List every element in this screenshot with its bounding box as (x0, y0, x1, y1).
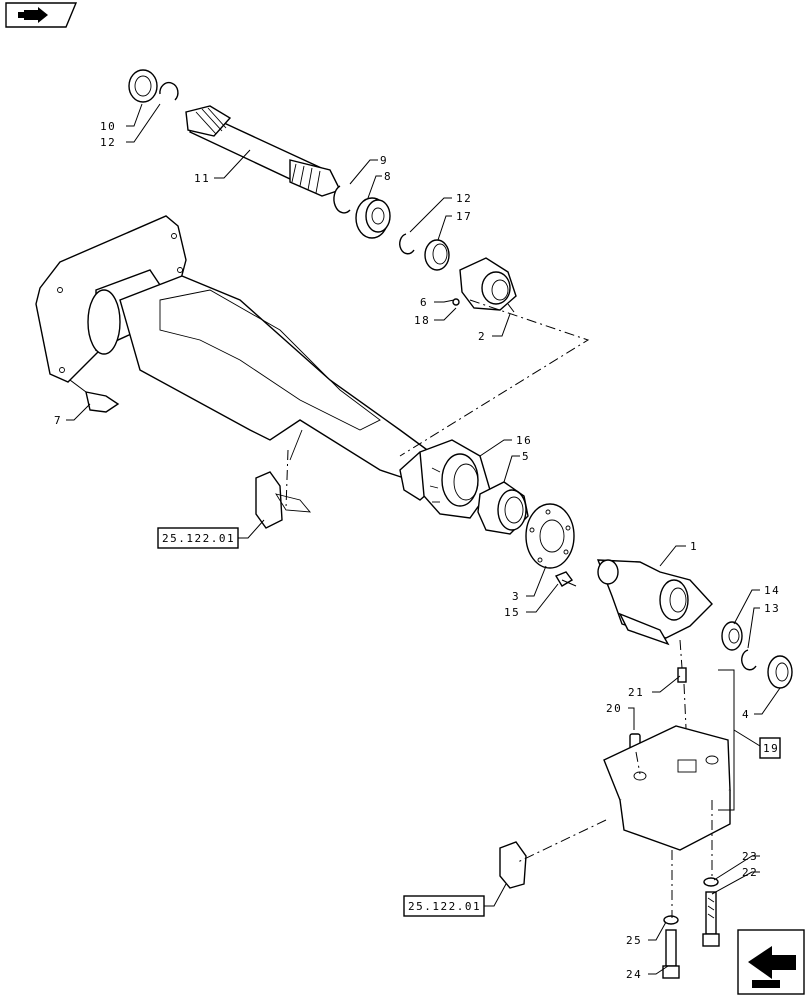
axle-shaft-11 (185, 105, 341, 197)
callout-25: 25 (626, 934, 642, 947)
reference-link-top[interactable]: 25.122.01 (157, 527, 239, 549)
callout-6: 6 (420, 296, 428, 309)
callout-20: 20 (606, 702, 622, 715)
callout-15: 15 (504, 606, 520, 619)
callout-18: 18 (414, 314, 430, 327)
washer-4 (767, 655, 793, 689)
callout-16: 16 (516, 434, 532, 447)
callout-3: 3 (512, 590, 520, 603)
callout-8: 8 (384, 170, 392, 183)
callout-13: 13 (764, 602, 780, 615)
callout-17: 17 (456, 210, 472, 223)
callout-9: 9 (380, 154, 388, 167)
callout-7: 7 (54, 414, 62, 427)
bolt-24 (662, 929, 680, 979)
callout-22: 22 (742, 866, 758, 879)
small-bracket-upper (255, 471, 312, 529)
book-arrow-icon[interactable] (5, 2, 78, 28)
callout-11: 11 (194, 172, 210, 185)
bearing-14 (721, 621, 743, 651)
bolt-22 (702, 891, 720, 947)
callout-5: 5 (522, 450, 530, 463)
hub-carrier (452, 257, 517, 313)
bracket-assembly (603, 725, 731, 851)
washer-10 (128, 69, 158, 103)
seal-17 (424, 239, 450, 271)
washer-25 (663, 915, 679, 925)
reference-top-text: 25.122.01 (162, 532, 235, 545)
snap-ring-12-mid (399, 233, 415, 255)
callout-2: 2 (478, 330, 486, 343)
bearing-8 (355, 197, 391, 239)
snap-ring-12-top (159, 81, 179, 101)
group-label-19[interactable]: 19 (759, 737, 781, 759)
reference-bottom-text: 25.122.01 (408, 900, 481, 913)
callout-12-top: 12 (100, 136, 116, 149)
callout-4: 4 (742, 708, 750, 721)
callout-24: 24 (626, 968, 642, 981)
callout-14: 14 (764, 584, 780, 597)
snap-ring-13 (741, 649, 757, 671)
bolt-7 (69, 379, 120, 413)
axle-housing (35, 215, 437, 501)
flange-16 (419, 439, 491, 519)
callout-1: 1 (690, 540, 698, 553)
bolt-15 (554, 571, 577, 587)
callout-21: 21 (628, 686, 644, 699)
snap-ring-9 (333, 185, 351, 214)
pin-21 (677, 667, 687, 683)
reference-link-bottom[interactable]: 25.122.01 (403, 895, 485, 917)
group-label-19-text: 19 (763, 742, 779, 755)
spindle-1 (596, 559, 713, 646)
small-bracket-lower (499, 841, 527, 889)
callout-12-mid: 12 (456, 192, 472, 205)
plate-3 (525, 503, 575, 569)
callout-23: 23 (742, 850, 758, 863)
sleeve-5 (477, 481, 529, 535)
callout-10: 10 (100, 120, 116, 133)
next-page-arrow-icon[interactable] (737, 929, 805, 995)
